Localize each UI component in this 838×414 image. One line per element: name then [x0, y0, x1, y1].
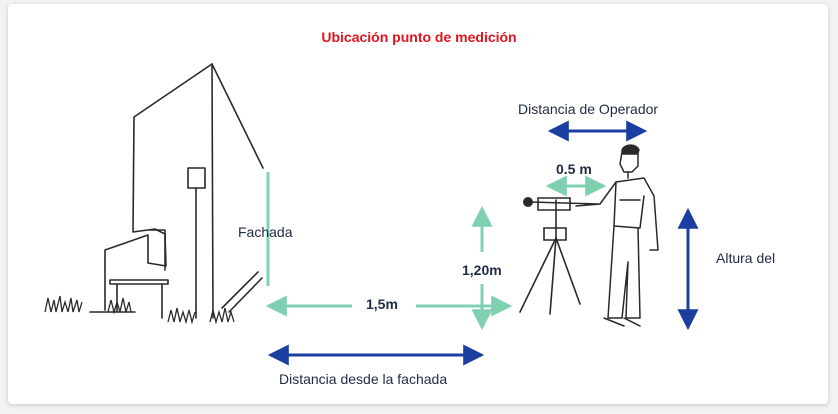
microphone-icon: [523, 197, 533, 207]
operator-distance-label: Distancia de Operador: [518, 101, 659, 117]
operator-height-label: Altura del: [716, 250, 776, 266]
blue-measurement-lines: [267, 120, 699, 366]
teal-measurement-lines: [265, 172, 607, 331]
horizontal-distance-label: 1,5m: [366, 296, 398, 312]
facade-distance-label: Distancia desde la fachada: [279, 371, 448, 387]
height-label: 1,20m: [462, 262, 502, 278]
diagram-card: [8, 4, 828, 404]
grass-sketch: [44, 295, 235, 325]
diagram-title: Ubicación punto de medición: [321, 29, 517, 45]
facade-label: Fachada: [238, 224, 293, 240]
tripod-meter-sketch: [519, 197, 599, 315]
operator-sketch: [575, 144, 659, 327]
house-sketch: [89, 63, 264, 319]
arm-distance-label: 0.5 m: [556, 161, 592, 177]
